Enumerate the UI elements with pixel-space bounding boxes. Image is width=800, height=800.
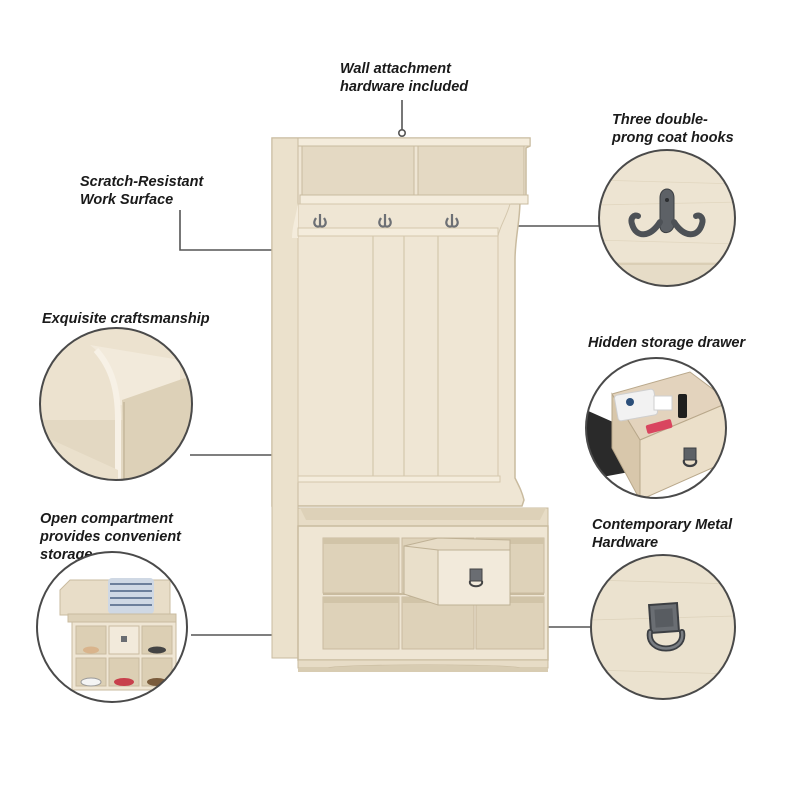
coat-hook-3	[445, 214, 459, 228]
coat-hook-2	[378, 214, 392, 228]
hall-tree	[271, 137, 549, 672]
coat-hook-detail-circle	[598, 149, 736, 287]
storage-drawer-label: Hidden storage drawer	[588, 335, 746, 351]
double-prong-hook-icon	[628, 188, 706, 238]
coat-hooks-label: Three double- prong coat hooks	[612, 112, 734, 146]
scratch-resistant-leader	[179, 210, 275, 251]
coat-hook-1	[313, 214, 327, 228]
craftsmanship-label: Exquisite craftsmanship	[42, 311, 210, 327]
striped-pillow	[108, 578, 154, 614]
scratch-resistant-label: Scratch-Resistant Work Surface	[80, 174, 204, 208]
wall-hardware-label: Wall attachment hardware included	[340, 61, 469, 95]
ring-pull-icon	[646, 601, 686, 652]
storage-drawer-detail-circle	[585, 357, 727, 499]
shoes	[80, 646, 167, 687]
open-compartment-detail-circle	[36, 551, 188, 703]
metal-hardware-detail-circle	[590, 554, 736, 700]
craftsmanship-detail-circle	[39, 327, 193, 481]
coat-hooks	[313, 214, 459, 228]
wall-hardware-dot	[397, 129, 406, 138]
metal-hardware-label: Contemporary Metal Hardware	[592, 517, 733, 551]
